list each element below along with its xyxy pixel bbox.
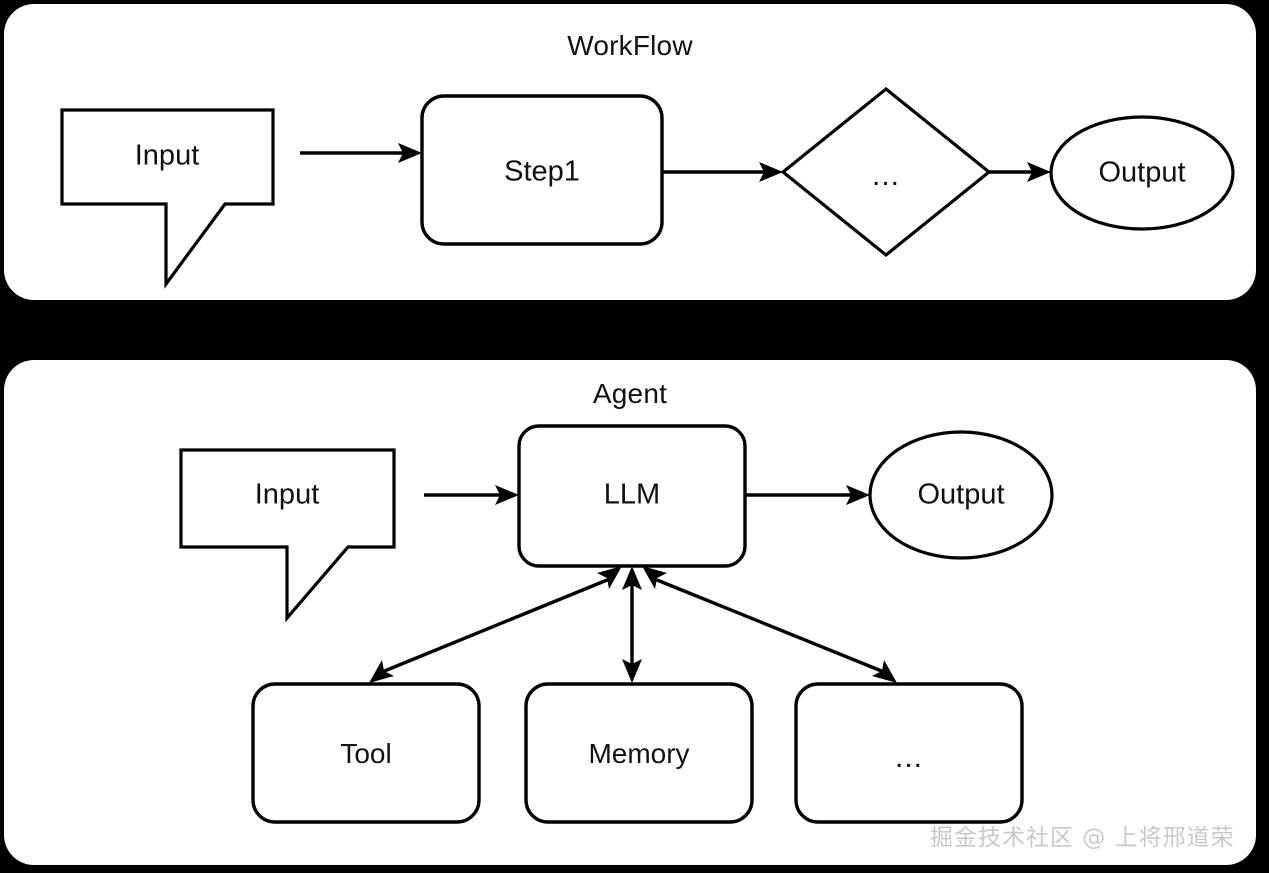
panel-workflow-title: WorkFlow [567,30,693,61]
panel-agent: Agent [4,360,1256,865]
label-wf-output: Output [1098,156,1186,189]
label-ag-input: Input [254,478,320,511]
panel-agent-title: Agent [592,378,668,409]
label-ag-tool: Tool [340,738,392,769]
label-ag-output: Output [917,478,1005,511]
label-wf-step1: Step1 [504,155,580,188]
label-ag-llm: LLM [603,478,661,511]
label-wf-input: Input [134,139,200,172]
label-ag-dots: ... [894,741,924,774]
label-ag-memory: Memory [588,738,690,769]
label-wf-dots: ... [871,159,901,192]
watermark-text: 掘金技术社区 @ 上将邢道荣 [930,825,1235,851]
